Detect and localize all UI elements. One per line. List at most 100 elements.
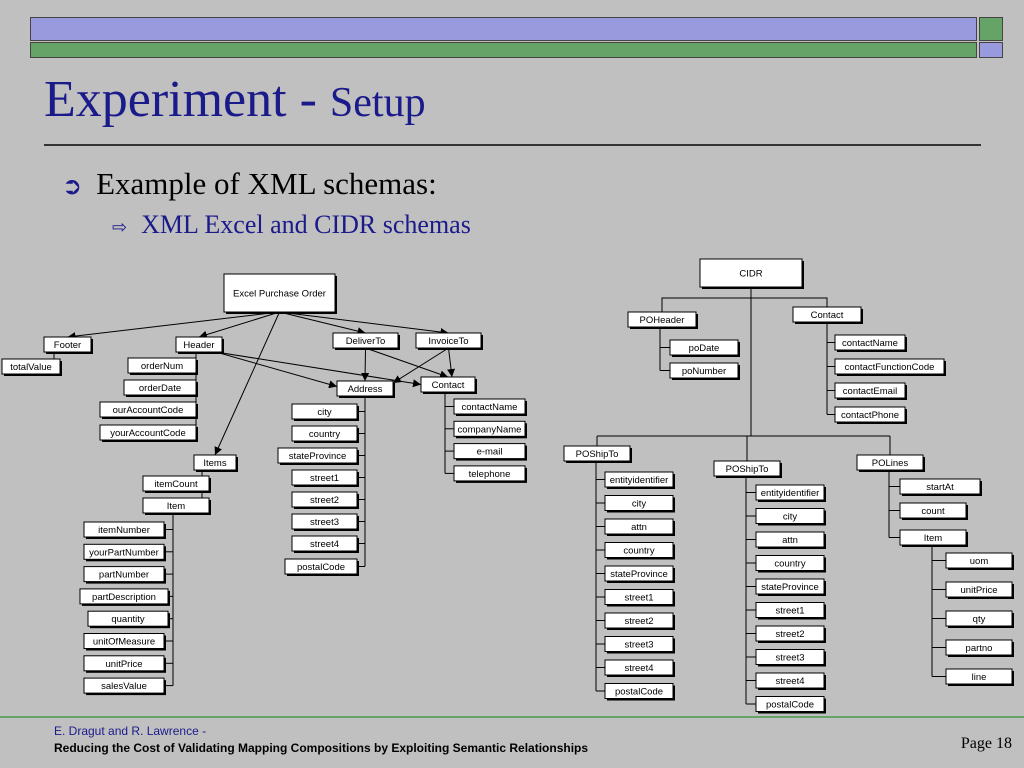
excel-address-field-street2: street2	[291, 491, 359, 509]
excel-header-field-youraccountcode: yourAccountCode	[99, 424, 198, 442]
footer-paper-title: Reducing the Cost of Validating Mapping …	[54, 741, 589, 755]
excel-contact-field-contactname: contactName	[453, 398, 527, 416]
excel-root-edge	[279, 311, 449, 336]
cidr-polines-node: POLines	[856, 454, 925, 472]
cidr-item-field-qty-label: qty	[973, 614, 986, 625]
excel-field-totalvalue: totalValue	[1, 358, 62, 376]
excel-contact-node: Contact	[420, 376, 477, 394]
cidr-poshipto-1-field-street4-label: street4	[624, 663, 653, 674]
excel-item-field-partnumber-label: partNumber	[99, 570, 149, 581]
excel-items-node: Items	[193, 454, 238, 472]
excel-item-field-unitofmeasure: unitOfMeasure	[83, 633, 166, 651]
cidr-contact-field-contactname: contactName	[834, 334, 907, 352]
slide-title-main: Experiment -	[44, 71, 330, 128]
bullet-level-2-text: XML Excel and CIDR schemas	[141, 210, 471, 239]
cidr-polines-node-label: POLines	[872, 458, 909, 469]
excel-contact-field-companyname: companyName	[453, 420, 527, 439]
bullet-level-1: ➲Example of XML schemas:	[62, 166, 437, 202]
excel-contact-field-contactname-label: contactName	[462, 402, 518, 413]
bullet-level-2: ⇨ XML Excel and CIDR schemas	[112, 210, 471, 240]
excel-header-contact-edge	[215, 351, 422, 388]
excel-invoiceto-node: InvoiceTo	[415, 332, 483, 350]
excel-deliverto-node: DeliverTo	[332, 332, 400, 350]
excel-item-field-partnumber: partNumber	[83, 566, 166, 584]
excel-contact-field-companyname-label: companyName	[458, 424, 522, 435]
excel-header-field-ordernum: orderNum	[127, 357, 198, 375]
excel-item-field-partdescription-label: partDescription	[92, 592, 156, 603]
cidr-poshipto-2-field-street1-label: street1	[775, 606, 804, 617]
cidr-poshipto-1-field-city: city	[604, 495, 675, 513]
excel-header-node-label: Header	[183, 340, 214, 351]
cidr-poshipto-2-field-street4-label: street4	[775, 676, 804, 687]
cidr-poshipto-2-field-postalcode: postalCode	[755, 696, 826, 714]
page-number: Page 18	[960, 735, 1012, 752]
cidr-poshipto-2-field-stateprovince: stateProvince	[755, 578, 826, 596]
cidr-item-field-uom-label: uom	[970, 556, 989, 567]
cidr-contact-field-contactphone: contactPhone	[834, 406, 907, 424]
cidr-poshipto-2-field-country: country	[755, 555, 826, 573]
cidr-poshipto-1-field-street3: street3	[604, 636, 675, 654]
cidr-polines-field-count-label: count	[921, 506, 945, 517]
excel-item-field-yourpartnumber: yourPartNumber	[83, 543, 166, 562]
excel-item-field-unitofmeasure-label: unitOfMeasure	[93, 637, 155, 648]
cidr-poshipto-1-field-stateprovince-label: stateProvince	[610, 569, 668, 580]
excel-item-field-salesvalue: salesValue	[83, 677, 166, 696]
cidr-poshipto-2-field-entityidentifier-label: entityidentifier	[761, 488, 820, 499]
cidr-polines-field-startat-label: startAt	[926, 482, 954, 493]
excel-address-field-street3: street3	[291, 513, 359, 531]
excel-root-node: Excel Purchase Order	[223, 273, 337, 314]
cidr-item-field-partno-label: partno	[966, 643, 993, 654]
excel-root-edge	[214, 311, 280, 456]
cidr-poshipto-2-field-city-label: city	[783, 512, 798, 523]
cidr-poshipto-1-field-country-label: country	[623, 546, 654, 557]
excel-header-address-edge	[215, 351, 338, 389]
cidr-contact-field-contactfunctioncode: contactFunctionCode	[834, 358, 946, 376]
curved-arrow-icon: ➲	[62, 174, 83, 200]
excel-root-edge	[67, 311, 280, 341]
excel-header-field-youraccountcode-label: yourAccountCode	[110, 428, 186, 439]
excel-invoiceto-node-label: InvoiceTo	[428, 336, 468, 347]
excel-header-field-ouraccountcode: ourAccountCode	[99, 401, 198, 419]
excel-footer-node-label: Footer	[54, 340, 81, 351]
excel-item-field-unitprice: unitPrice	[83, 655, 166, 673]
excel-item-field-quantity-label: quantity	[111, 614, 145, 625]
cidr-root-contact-edge	[751, 297, 828, 307]
cidr-poshipto-1-field-street4: street4	[604, 659, 675, 677]
cidr-poshipto-2-field-street2: street2	[755, 625, 826, 643]
excel-items-field-itemcount: itemCount	[142, 475, 211, 493]
cidr-polines-field-count: count	[899, 502, 968, 520]
excel-address-field-postalcode-label: postalCode	[297, 562, 345, 573]
excel-item-field-itemnumber: itemNumber	[83, 521, 166, 539]
cidr-poshipto-1-field-street1: street1	[604, 589, 675, 607]
hollow-arrow-icon: ⇨	[112, 217, 128, 237]
cidr-poshipto-1-field-street2: street2	[604, 612, 675, 630]
cidr-root-node: CIDR	[699, 258, 804, 289]
excel-invoice-contact-edge	[447, 347, 456, 378]
cidr-contact-field-contactname-label: contactName	[842, 338, 898, 349]
cidr-contact-field-contactfunctioncode-label: contactFunctionCode	[845, 362, 935, 373]
cidr-root-node-label: CIDR	[739, 269, 762, 280]
top-square-green	[979, 17, 1003, 41]
cidr-poshipto-2-node: POShipTo	[713, 460, 782, 478]
cidr-poheader-node-label: POHeader	[640, 315, 685, 326]
top-bar-blue	[30, 17, 977, 41]
excel-contact-field-telephone-label: telephone	[469, 469, 511, 480]
excel-address-field-postalcode: postalCode	[284, 558, 359, 576]
cidr-poshipto-2-field-entityidentifier: entityidentifier	[755, 484, 826, 502]
footer-divider	[0, 716, 1024, 718]
excel-item-field-partdescription: partDescription	[79, 588, 170, 606]
cidr-polines-field-startat: startAt	[899, 478, 982, 496]
cidr-poshipto-1-field-entityidentifier: entityidentifier	[604, 471, 675, 489]
cidr-poshipto-2-field-attn: attn	[755, 531, 826, 549]
excel-contact-field-e-mail-label: e-mail	[477, 447, 503, 458]
cidr-poshipto-1-field-entityidentifier-label: entityidentifier	[610, 475, 669, 486]
cidr-poshipto-1-field-country: country	[604, 542, 675, 560]
excel-address-field-street1-label: street1	[310, 473, 339, 484]
cidr-root-poheader-edge	[661, 287, 752, 312]
excel-deliverto-node-label: DeliverTo	[346, 336, 386, 347]
excel-address-field-country-label: country	[309, 429, 340, 440]
cidr-poshipto-1-field-street1-label: street1	[624, 593, 653, 604]
cidr-poshipto-2-field-country-label: country	[774, 559, 805, 570]
cidr-item-field-unitprice-label: unitPrice	[961, 585, 998, 596]
cidr-poshipto-1-field-street3-label: street3	[624, 640, 653, 651]
